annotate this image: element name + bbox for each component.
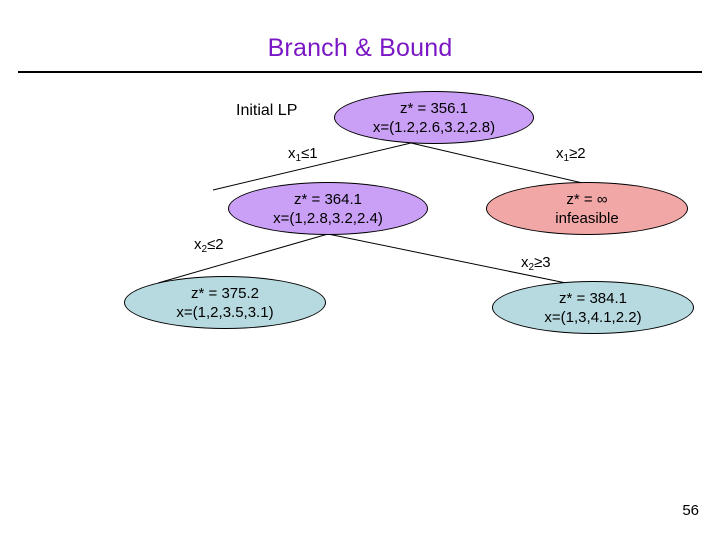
edge-label-x1-le-1-rel: ≤1 bbox=[301, 145, 318, 162]
label-initial-lp: Initial LP bbox=[236, 102, 298, 119]
edge-label-x2-le-2-rel: ≤2 bbox=[207, 236, 224, 253]
edge-label-x1-ge-2: x1≥2 bbox=[556, 145, 586, 165]
edge-label-x1-le-1-var: x bbox=[288, 145, 296, 162]
tree-node-x1-ge-2-status: infeasible bbox=[555, 209, 619, 227]
tree-node-x2-le-2-solution: x=(1,2,3.5,3.1) bbox=[176, 303, 274, 321]
edge-label-x2-ge-3-subscript: 2 bbox=[528, 262, 535, 273]
tree-node-x1-ge-2: z* = ∞ infeasible bbox=[486, 182, 688, 235]
edge-label-x1-le-1: x1≤1 bbox=[288, 145, 318, 165]
edge-label-x2-ge-3-rel: ≥3 bbox=[534, 254, 551, 271]
edge-label-x1-le-1-subscript: 1 bbox=[295, 153, 302, 164]
edge-label-x2-le-2-var: x bbox=[194, 236, 202, 253]
edge-label-x2-ge-3-var: x bbox=[521, 254, 529, 271]
tree-node-x2-ge-3-solution: x=(1,3,4.1,2.2) bbox=[544, 308, 642, 326]
tree-node-x2-le-2-objective: z* = 375.2 bbox=[191, 284, 259, 302]
tree-node-root-solution: x=(1.2,2.6,3.2,2.8) bbox=[372, 118, 496, 136]
tree-node-x1-le-1: z* = 364.1 x=(1,2.8,3.2,2.4) bbox=[228, 182, 428, 235]
page-number: 56 bbox=[682, 502, 699, 519]
edge-label-x1-ge-2-rel: ≥2 bbox=[569, 145, 586, 162]
page-title: Branch & Bound bbox=[267, 34, 453, 62]
edge-label-x1-ge-2-subscript: 1 bbox=[563, 153, 570, 164]
edge-label-x1-ge-2-var: x bbox=[556, 145, 564, 162]
tree-node-root-objective: z* = 356.1 bbox=[400, 99, 468, 117]
tree-node-x2-ge-3-objective: z* = 384.1 bbox=[559, 289, 627, 307]
edge-label-x2-ge-3: x2≥3 bbox=[521, 254, 551, 274]
tree-node-x2-ge-3: z* = 384.1 x=(1,3,4.1,2.2) bbox=[492, 281, 694, 334]
tree-node-x2-le-2: z* = 375.2 x=(1,2,3.5,3.1) bbox=[124, 276, 326, 329]
tree-node-root: z* = 356.1 x=(1.2,2.6,3.2,2.8) bbox=[334, 91, 534, 144]
edge-label-x2-le-2-subscript: 2 bbox=[201, 244, 208, 255]
edge-label-x2-le-2: x2≤2 bbox=[194, 236, 224, 256]
title-divider bbox=[18, 71, 702, 73]
tree-node-x1-ge-2-objective: z* = ∞ bbox=[566, 190, 608, 208]
tree-node-x1-le-1-objective: z* = 364.1 bbox=[294, 190, 362, 208]
tree-node-x1-le-1-solution: x=(1,2.8,3.2,2.4) bbox=[273, 209, 383, 227]
